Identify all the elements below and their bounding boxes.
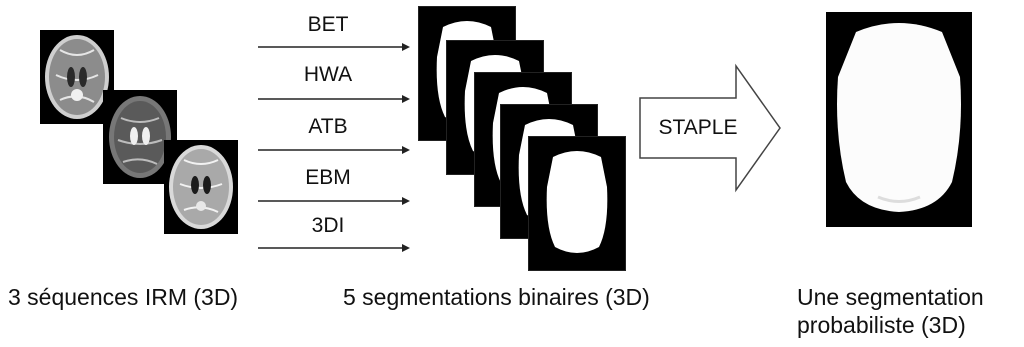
- method-arrow-5: [258, 243, 410, 253]
- mri-slice-3: [164, 140, 238, 234]
- method-label-hwa: HWA: [303, 63, 353, 86]
- method-label-bet: BET: [307, 13, 349, 36]
- method-label-atb: ATB: [308, 115, 348, 138]
- caption-mri: 3 séquences IRM (3D): [8, 284, 239, 310]
- method-arrow-1: [258, 42, 410, 52]
- method-label-ebm: EBM: [305, 166, 351, 189]
- caption-probabilistic-line1: Une segmentation: [797, 284, 984, 310]
- mri-slice-1: [40, 30, 114, 124]
- probabilistic-segmentation: [826, 12, 972, 227]
- mri-slice-2: [103, 90, 177, 184]
- staple-label: STAPLE: [658, 116, 738, 139]
- caption-probabilistic-line2: probabiliste (3D): [797, 312, 966, 338]
- caption-segmentations: 5 segmentations binaires (3D): [343, 284, 650, 310]
- method-arrow-4: [258, 196, 410, 206]
- binary-segmentation-5: [528, 136, 626, 271]
- method-arrow-2: [258, 94, 410, 104]
- staple-arrow: [639, 63, 781, 193]
- method-arrow-3: [258, 145, 410, 155]
- method-label-3di: 3DI: [311, 214, 345, 237]
